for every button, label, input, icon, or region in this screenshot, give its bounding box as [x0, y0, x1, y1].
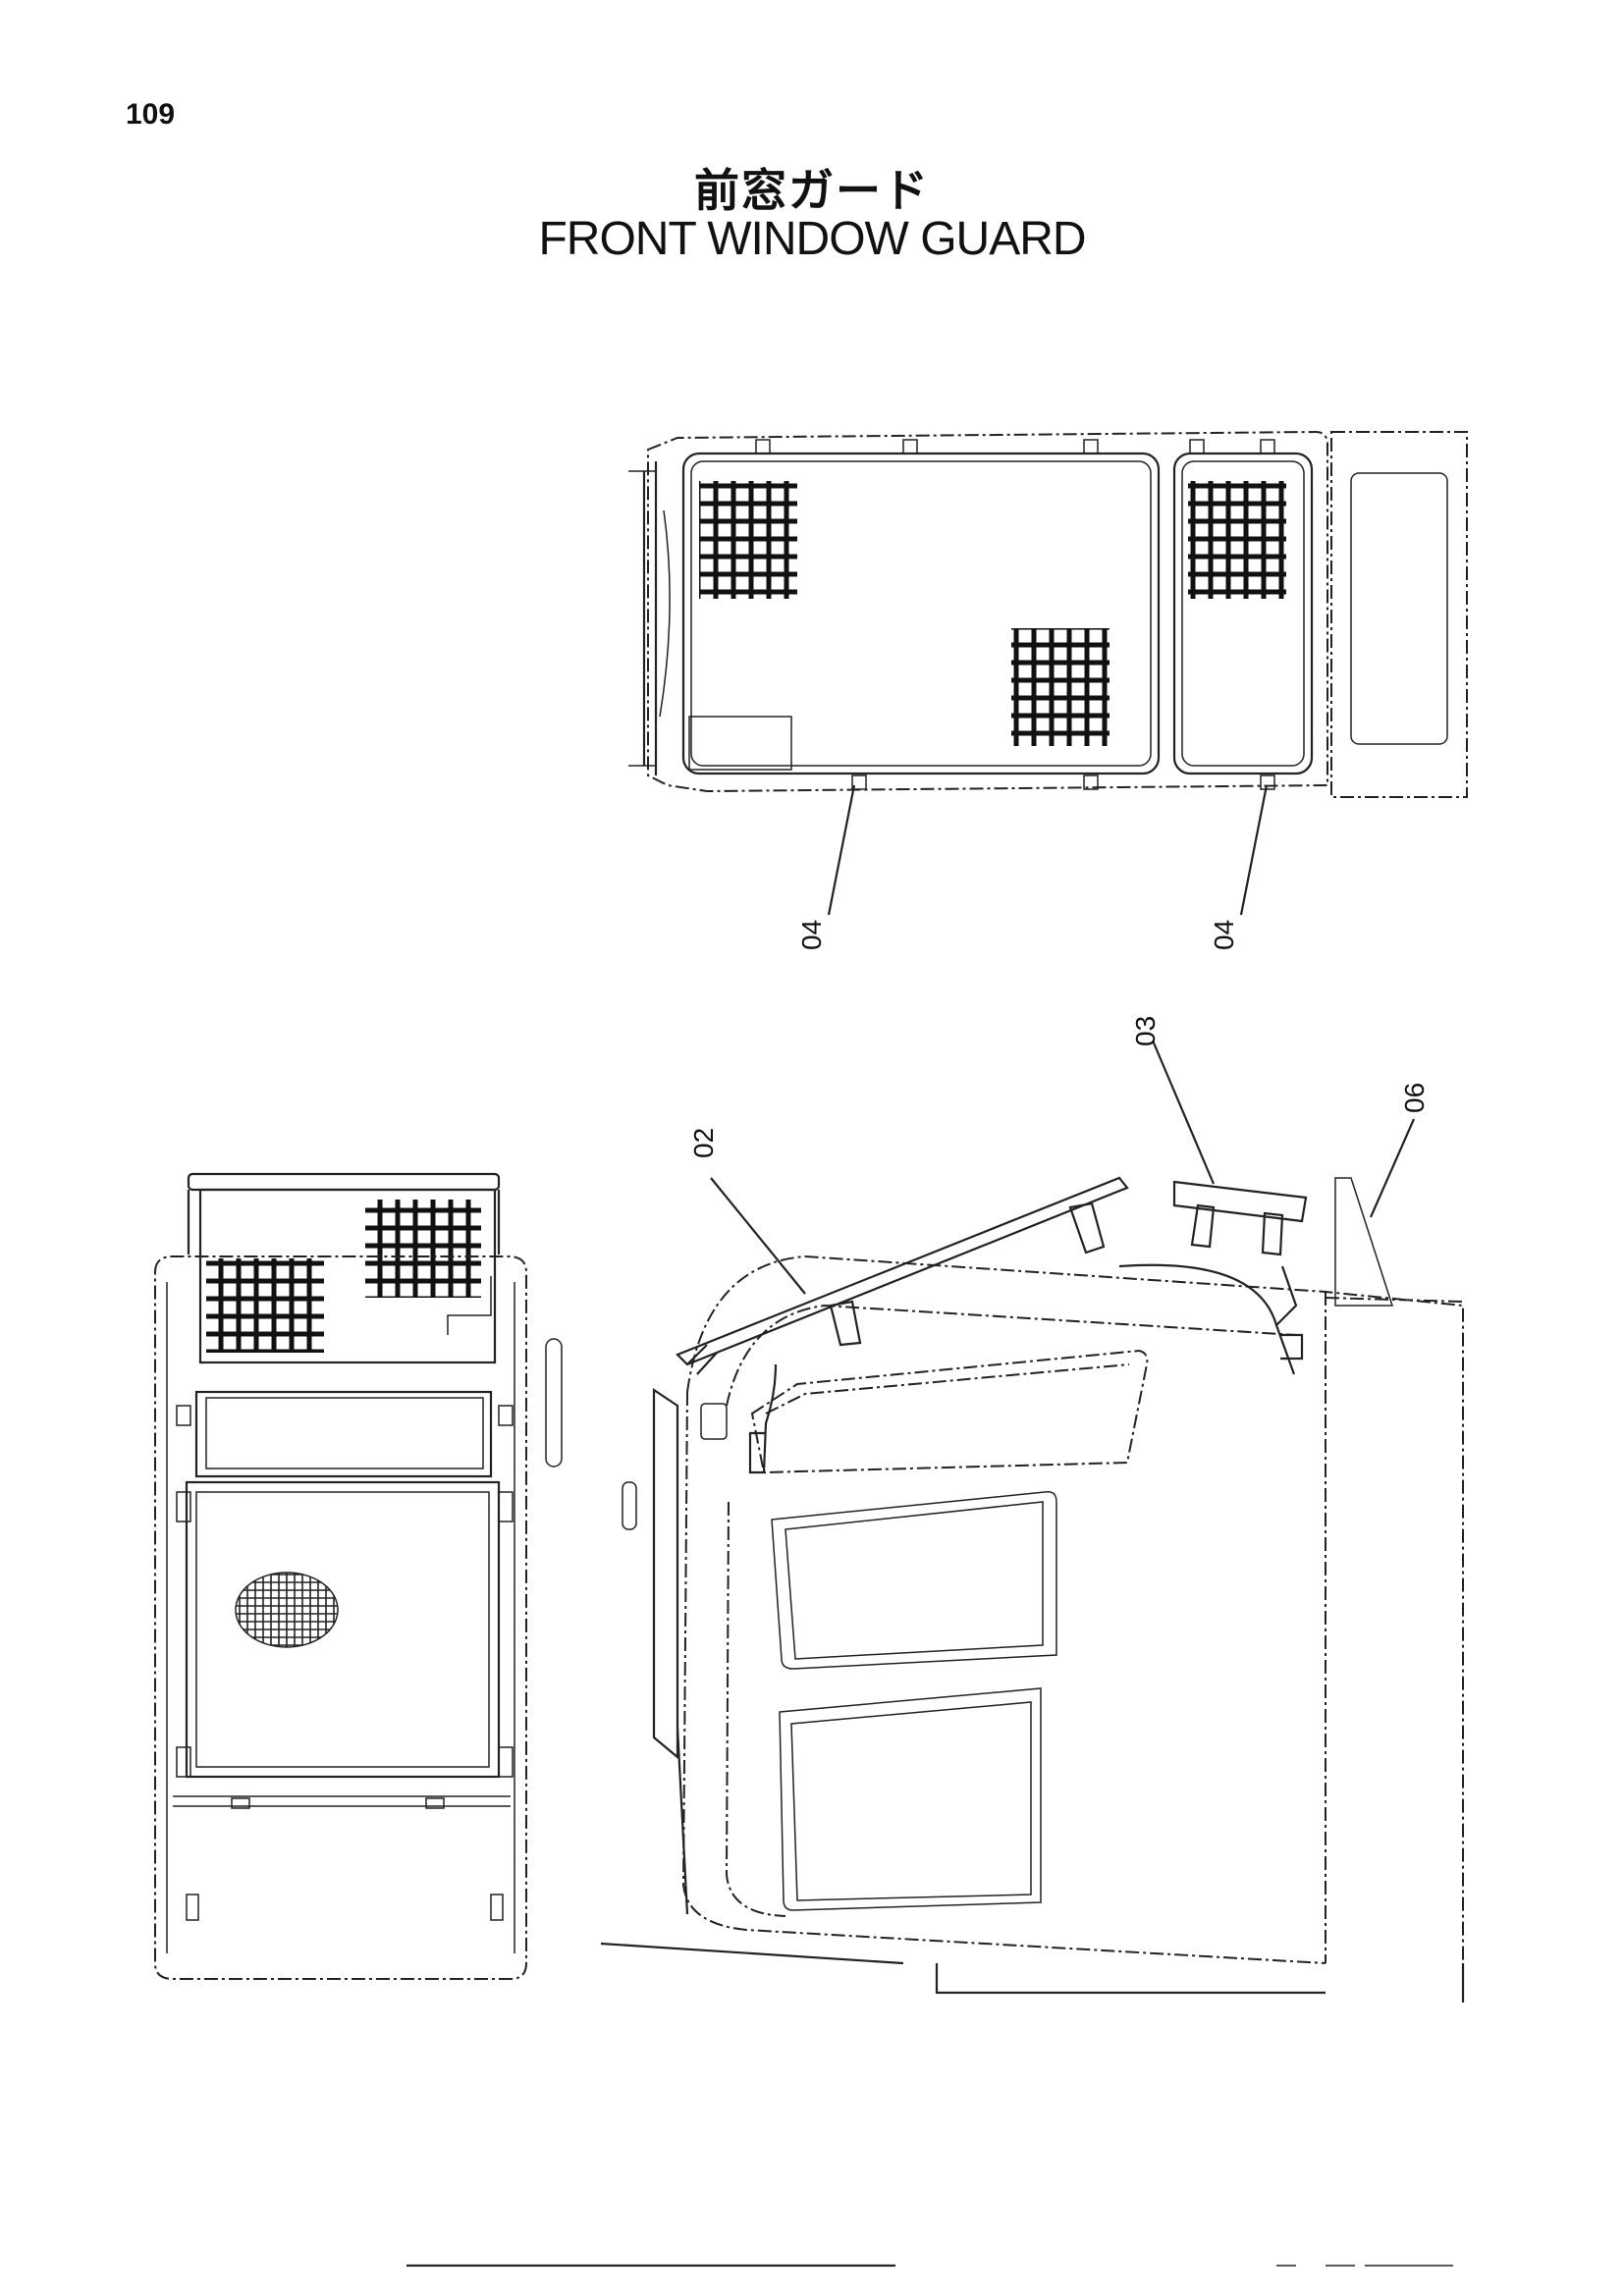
title-english: FRONT WINDOW GUARD	[538, 213, 1086, 265]
callout-03: 03	[1130, 1016, 1161, 1046]
callout-02: 02	[688, 1128, 719, 1158]
callout-04-right: 04	[1209, 920, 1239, 950]
front-view	[154, 1172, 563, 1980]
page-number: 109	[126, 98, 176, 131]
cab-view	[600, 1040, 1465, 2002]
callout-04-left: 04	[796, 920, 827, 950]
callout-06: 06	[1399, 1083, 1430, 1113]
title-japanese: 前窓ガード	[694, 164, 930, 217]
top-view	[628, 430, 1468, 916]
